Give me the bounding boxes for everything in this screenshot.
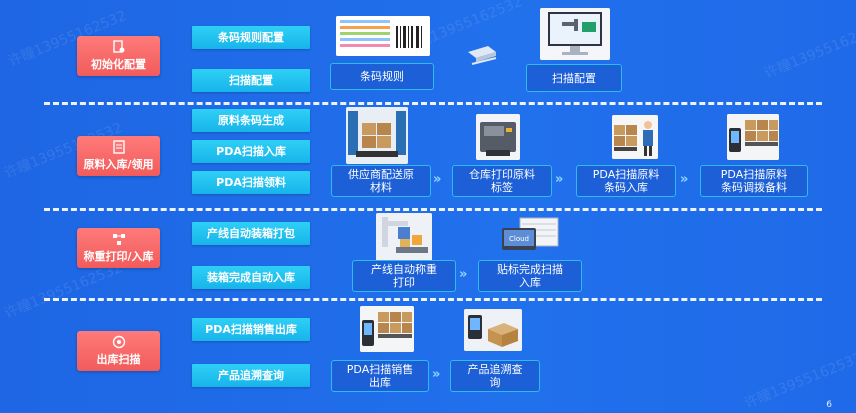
- flow-auto-weigh-print[interactable]: 产线自动称重 打印: [352, 260, 456, 292]
- step-barcode-rule-config[interactable]: 条码规则配置: [192, 26, 310, 49]
- product-trace-image: [464, 309, 522, 351]
- supplier-delivery-image: [346, 107, 408, 164]
- section-divider: [44, 298, 822, 301]
- watermark: 许瞳13955162532: [761, 19, 856, 82]
- svg-text:Cloud: Cloud: [509, 235, 529, 243]
- flow-scan-config[interactable]: 扫描配置: [526, 64, 622, 92]
- step-material-barcode-generate[interactable]: 原料条码生成: [192, 109, 310, 132]
- category-init-config[interactable]: 初始化配置: [77, 36, 160, 76]
- category-label: 出库扫描: [96, 353, 141, 366]
- scan-config-image: [540, 8, 610, 60]
- auto-weighing-image: [376, 213, 432, 261]
- page-number: 6: [826, 400, 832, 410]
- workflow-icon: [112, 234, 125, 245]
- pda-transfer-image: [727, 114, 779, 160]
- flow-arrow: »: [555, 172, 564, 187]
- scanner-icon: [466, 42, 502, 68]
- pda-sales-outbound-image: [360, 306, 414, 352]
- step-pda-scan-picking[interactable]: PDA扫描领料: [192, 171, 310, 194]
- category-label: 初始化配置: [91, 58, 146, 71]
- step-product-trace-query[interactable]: 产品追溯查询: [192, 364, 310, 387]
- flow-label-scan-inbound[interactable]: 贴标完成扫描 入库: [478, 260, 582, 292]
- step-auto-packing[interactable]: 产线自动装箱打包: [192, 222, 310, 245]
- flow-arrow: »: [433, 172, 442, 187]
- list-icon: [112, 140, 125, 154]
- category-label: 称重打印/入库: [83, 250, 154, 263]
- watermark: 许瞳13955162532: [741, 349, 856, 412]
- step-pda-scan-inbound[interactable]: PDA扫描入库: [192, 140, 310, 163]
- flow-pda-scan-transfer[interactable]: PDA扫描原料 条码调拨备料: [700, 165, 808, 197]
- pda-inbound-image: [612, 115, 658, 159]
- flow-barcode-rule[interactable]: 条码规则: [330, 63, 434, 90]
- flow-pda-scan-inbound[interactable]: PDA扫描原料 条码入库: [576, 165, 676, 197]
- category-label: 原料入库/领用: [83, 158, 154, 171]
- flow-arrow: »: [432, 367, 441, 382]
- barcode-rule-image: [336, 16, 430, 56]
- flow-warehouse-print-label[interactable]: 仓库打印原料 标签: [452, 165, 552, 197]
- flow-product-trace-query[interactable]: 产品追溯查 询: [450, 360, 540, 392]
- label-printer-image: [476, 114, 520, 160]
- flow-arrow: »: [680, 172, 689, 187]
- category-material-inbound[interactable]: 原料入库/领用: [77, 136, 160, 176]
- category-weigh-print-inbound[interactable]: 称重打印/入库: [77, 228, 160, 268]
- section-divider: [44, 102, 822, 105]
- category-outbound-scan[interactable]: 出库扫描: [77, 331, 160, 371]
- cloud-scan-image: Cloud: [500, 216, 560, 256]
- step-scan-config[interactable]: 扫描配置: [192, 69, 310, 92]
- document-settings-icon: [112, 40, 124, 53]
- flow-supplier-delivery[interactable]: 供应商配送原 材料: [331, 165, 431, 197]
- step-pda-scan-sales-outbound[interactable]: PDA扫描销售出库: [192, 318, 310, 341]
- flow-pda-scan-sales-outbound[interactable]: PDA扫描销售 出库: [331, 360, 429, 392]
- flow-arrow: »: [459, 267, 468, 282]
- step-auto-inbound-after-packing[interactable]: 装箱完成自动入库: [192, 266, 310, 289]
- scan-target-icon: [112, 335, 125, 349]
- section-divider: [44, 208, 822, 211]
